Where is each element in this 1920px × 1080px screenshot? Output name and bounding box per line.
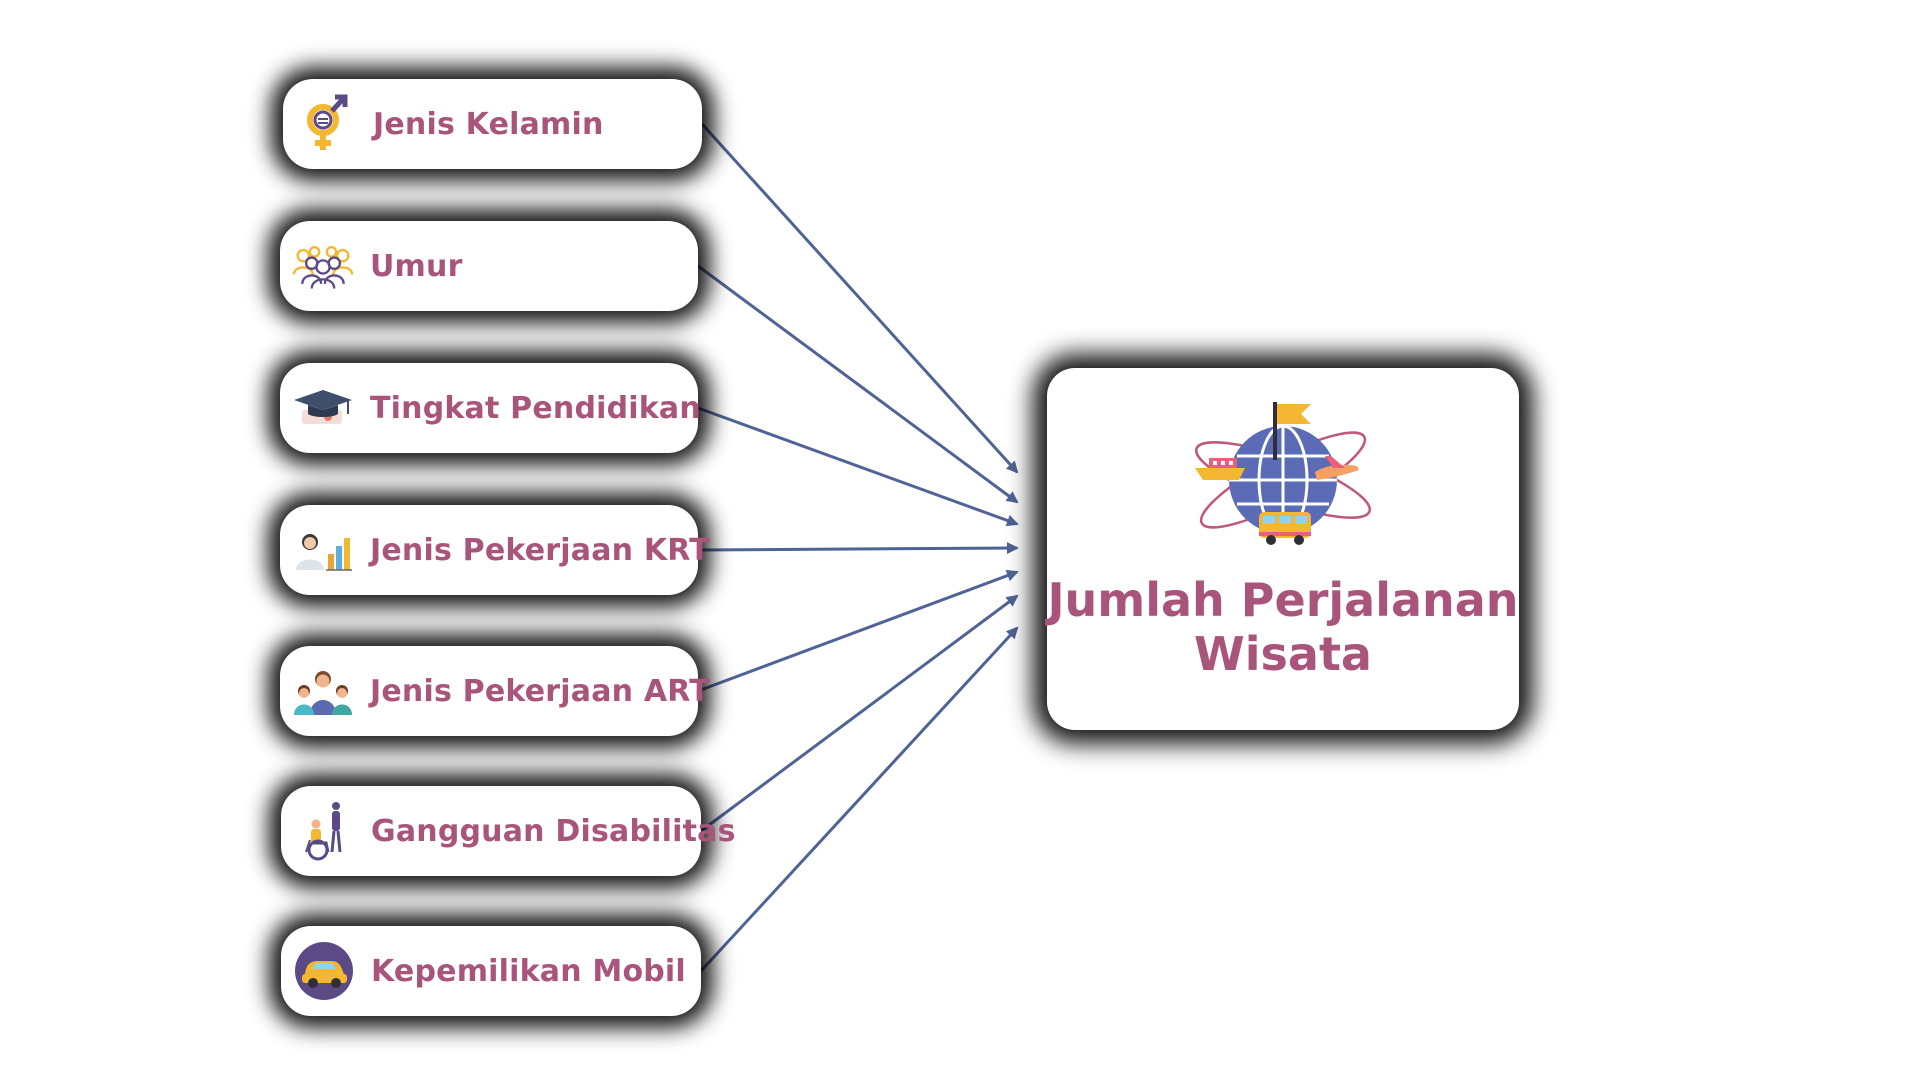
factor-box-jenis-pekerjaan-krt: Jenis Pekerjaan KRT <box>280 505 710 595</box>
factor-label: Tingkat Pendidikan <box>370 390 701 426</box>
factor-label: Gangguan Disabilitas <box>371 813 736 849</box>
gender-icon <box>295 93 357 155</box>
factor-label: Kepemilikan Mobil <box>371 953 686 989</box>
travel-globe-icon <box>1194 402 1372 545</box>
factor-box-gangguan-disabilitas: Gangguan Disabilitas <box>281 786 735 876</box>
arrow-connector <box>700 594 1019 833</box>
target-title-line-1: Jumlah Perjalanan <box>1047 573 1519 627</box>
arrow-connector <box>697 569 1019 693</box>
car-icon <box>293 940 355 1002</box>
family-icon <box>292 660 354 722</box>
factor-label: Jenis Pekerjaan ART <box>370 673 710 709</box>
factor-box-jenis-pekerjaan-art: Jenis Pekerjaan ART <box>280 646 710 736</box>
target-title: Jumlah Perjalanan Wisata <box>1047 573 1519 681</box>
arrow-connector <box>700 122 1019 474</box>
arrow-connector <box>697 406 1019 527</box>
arrow-connector <box>697 264 1019 504</box>
factor-label: Jenis Kelamin <box>373 106 604 142</box>
wheelchair-icon <box>293 800 355 862</box>
factor-box-umur: Umur <box>280 221 698 311</box>
factor-box-jenis-kelamin: Jenis Kelamin <box>283 79 702 169</box>
factor-label: Jenis Pekerjaan KRT <box>370 532 710 568</box>
arrow-connector <box>697 542 1019 555</box>
arrow-connector <box>699 626 1019 973</box>
worker-chart-icon <box>292 519 354 581</box>
factor-box-tingkat-pendidikan: Tingkat Pendidikan <box>280 363 701 453</box>
people-group-icon <box>292 235 354 297</box>
graduation-cap-icon <box>292 377 354 439</box>
target-title-line-2: Wisata <box>1194 627 1372 681</box>
factor-box-kepemilikan-mobil: Kepemilikan Mobil <box>281 926 701 1016</box>
factor-label: Umur <box>370 248 463 284</box>
target-box: Jumlah Perjalanan Wisata <box>1047 368 1519 730</box>
